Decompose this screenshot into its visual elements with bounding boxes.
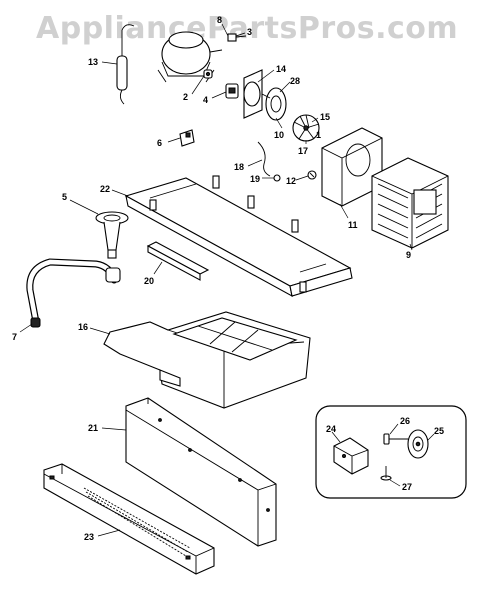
callout-10: 10	[274, 130, 284, 140]
drain-tube-part-7[interactable]	[26, 258, 121, 328]
callout-9: 9	[406, 250, 411, 260]
callout-5: 5	[62, 192, 67, 202]
callout-17: 17	[298, 146, 308, 156]
callout-20: 20	[144, 276, 154, 286]
callout-13: 13	[88, 57, 98, 67]
callout-22: 22	[100, 184, 110, 194]
screw-part-12[interactable]	[307, 170, 317, 180]
callout-16: 16	[78, 322, 88, 332]
clip-part-19[interactable]	[273, 174, 281, 182]
capacitor-part-13[interactable]	[116, 24, 135, 105]
fan-shroud-part-11[interactable]	[321, 127, 383, 207]
fan-motor-part-14[interactable]	[243, 69, 263, 119]
compressor-part-8[interactable]	[157, 31, 223, 83]
grommet-part-2[interactable]	[203, 69, 213, 79]
motor-bracket-part-28[interactable]	[261, 87, 287, 121]
callout-24: 24	[326, 424, 336, 434]
callout-4: 4	[203, 95, 208, 105]
screw-part-27[interactable]	[380, 466, 392, 481]
retainer-bar-part-20[interactable]	[146, 241, 210, 281]
relay-part-4[interactable]	[225, 83, 239, 99]
callout-26: 26	[400, 416, 410, 426]
callout-11: 11	[348, 220, 358, 230]
kickplate-grille-part-23[interactable]	[43, 463, 215, 575]
callout-6: 6	[157, 138, 162, 148]
callout-23: 23	[84, 532, 94, 542]
motor-part-24[interactable]	[333, 437, 369, 475]
switch-part-6[interactable]	[179, 129, 195, 147]
drain-funnel-part-5[interactable]	[95, 211, 129, 259]
callout-12: 12	[286, 176, 296, 186]
front-panel-part-21[interactable]	[125, 397, 277, 547]
callout-labels: 13 8 3 2 4 14 28 15 10 1 17 6 18 19 12 1…	[12, 15, 444, 542]
watermark-text: AppliancePartsPros.com	[36, 11, 458, 46]
callout-21: 21	[88, 423, 98, 433]
callout-18: 18	[234, 162, 244, 172]
bolt-part-26[interactable]	[383, 433, 408, 445]
callout-2: 2	[183, 92, 188, 102]
callout-15: 15	[320, 112, 330, 122]
callout-3: 3	[247, 27, 252, 37]
callout-19: 19	[250, 174, 260, 184]
callout-25: 25	[434, 426, 444, 436]
leader-lines	[19, 23, 435, 537]
callout-28: 28	[290, 76, 300, 86]
callout-14: 14	[276, 64, 286, 74]
callout-8: 8	[217, 15, 222, 25]
defrost-tray-part-16[interactable]	[103, 311, 311, 409]
callout-7: 7	[12, 332, 17, 342]
drain-pan-part-22[interactable]	[124, 175, 353, 298]
callout-27: 27	[402, 482, 412, 492]
condenser-coil-part-9[interactable]	[371, 157, 449, 249]
callout-1: 1	[316, 130, 321, 140]
wheel-part-25[interactable]	[407, 429, 429, 459]
inset-box	[315, 405, 467, 499]
wire-harness-part-18[interactable]	[257, 141, 271, 177]
mount-screw-part-3[interactable]	[227, 33, 247, 42]
